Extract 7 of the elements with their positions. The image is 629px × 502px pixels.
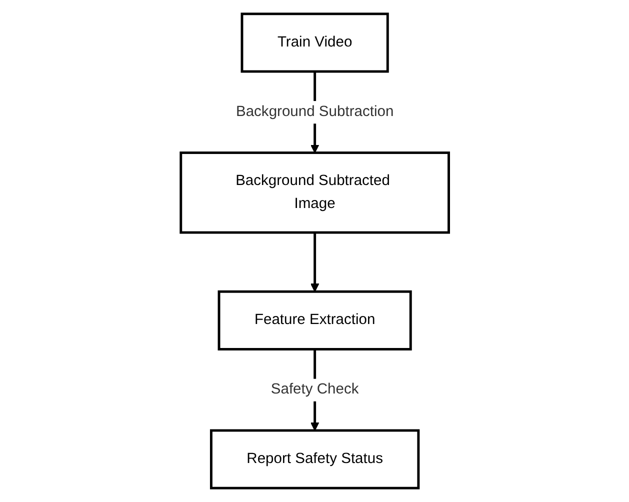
edge-label: Safety Check	[270, 380, 358, 398]
node-box: Report Safety Status	[210, 429, 420, 490]
node-box: Background Subtracted Image	[179, 152, 450, 234]
arrow	[310, 232, 319, 292]
edge-label: Background Subtraction	[236, 103, 394, 120]
node-box: Train Video	[240, 12, 389, 73]
node-box: Feature Extraction	[217, 290, 412, 350]
